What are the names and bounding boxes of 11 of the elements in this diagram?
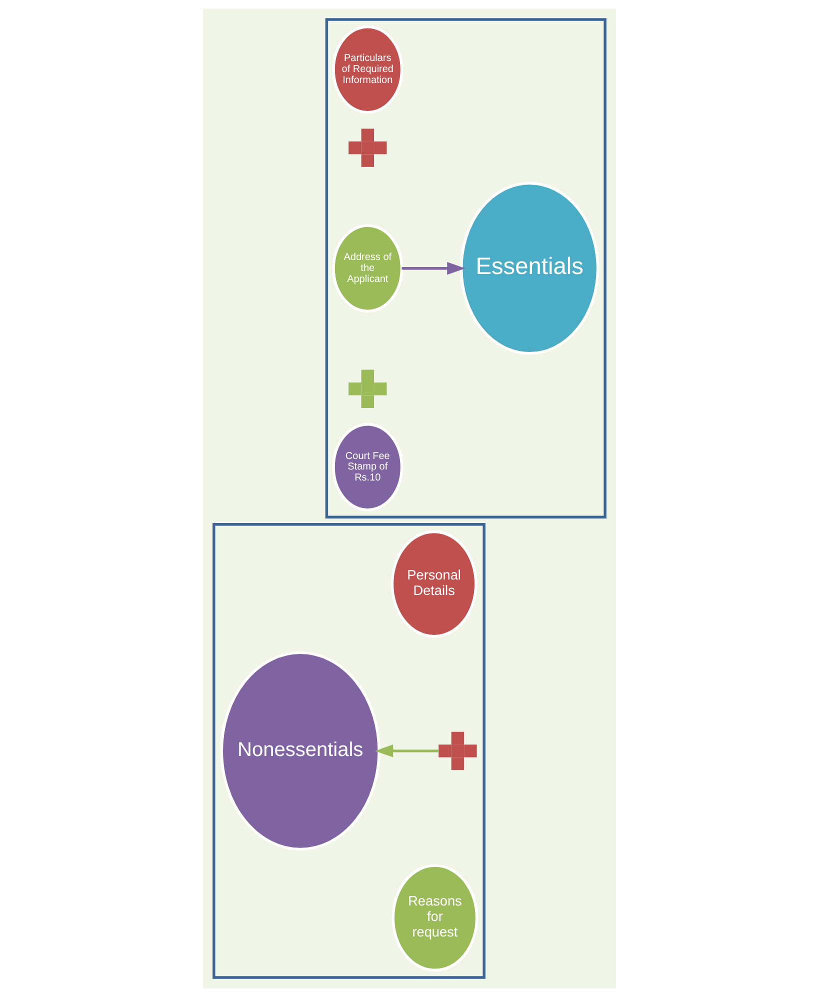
node-ellipse: Address of the Applicant [332,224,404,312]
node-ellipse: Nonessentials [220,651,380,851]
node-ellipse: Reasons for request [392,864,478,972]
node-ellipse: Personal Details [390,530,478,638]
node-ellipse: Court Fee Stamp of Rs.10 [332,423,404,512]
cluster [212,523,486,979]
arrow [402,262,466,275]
node-ellipse: Essentials [460,182,600,355]
node-ellipse: Particulars of Required Information [332,25,404,114]
arrow [374,744,438,758]
cluster [325,18,606,519]
